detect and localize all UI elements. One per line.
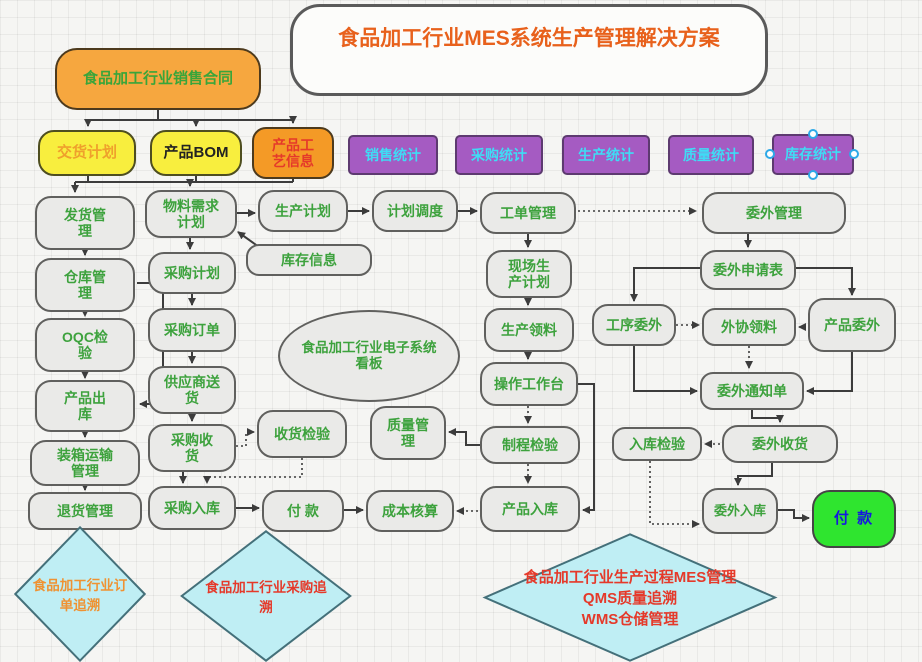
node-cost-accounting[interactable]: 成本核算 <box>366 490 454 532</box>
node-scheduling[interactable]: 计划调度 <box>372 190 458 232</box>
node-mes-qms-wms-diamond[interactable]: 食品加工行业生产过程MES管理 QMS质量追溯 WMS仓储管理 <box>482 533 778 662</box>
node-packing-transport[interactable]: 装箱运输 管理 <box>30 440 140 486</box>
node-stat-inventory[interactable]: 库存统计 <box>772 134 854 175</box>
node-supplier-delivery[interactable]: 供应商送 货 <box>148 366 236 414</box>
node-payment[interactable]: 付 款 <box>262 490 344 532</box>
diagram-title[interactable]: 食品加工行业MES系统生产管理解决方案 <box>290 4 768 96</box>
diamond-label: 食品加工行业生产过程MES管理 QMS质量追溯 WMS仓储管理 <box>523 569 737 628</box>
selection-handle-left[interactable] <box>765 149 775 159</box>
node-stat-sales[interactable]: 销售统计 <box>348 135 438 175</box>
node-site-production-plan[interactable]: 现场生 产计划 <box>486 250 572 298</box>
diamond-shape <box>482 533 778 662</box>
node-outsource-receive[interactable]: 委外收货 <box>722 425 838 463</box>
node-stat-quality[interactable]: 质量统计 <box>668 135 754 175</box>
node-product-in[interactable]: 产品入库 <box>480 486 580 532</box>
selection-handle-right[interactable] <box>849 149 859 159</box>
node-delivery-plan[interactable]: 交货计划 <box>38 130 136 176</box>
node-outsource-notice[interactable]: 委外通知单 <box>700 372 804 410</box>
node-process-check[interactable]: 制程检验 <box>480 426 580 464</box>
node-purchase-trace-diamond[interactable]: 食品加工行业采购追 溯 <box>180 530 352 662</box>
node-outsource-mgmt[interactable]: 委外管理 <box>702 192 846 234</box>
node-oqc-check[interactable]: OQC检 验 <box>35 318 135 372</box>
node-quality-mgmt[interactable]: 质量管 理 <box>370 406 446 460</box>
node-product-outsource[interactable]: 产品委外 <box>808 298 896 352</box>
node-purchase-in[interactable]: 采购入库 <box>148 486 236 530</box>
node-kanban-ellipse[interactable]: 食品加工行业电子系统 看板 <box>278 310 460 402</box>
node-outsource-apply[interactable]: 委外申请表 <box>700 250 796 290</box>
node-sales-contract[interactable]: 食品加工行业销售合同 <box>55 48 261 110</box>
node-process-outsource[interactable]: 工序委外 <box>592 304 676 346</box>
node-workbench[interactable]: 操作工作台 <box>480 362 578 406</box>
diamond-label: 食品加工行业采购追 溯 <box>205 580 327 615</box>
node-material-issue[interactable]: 生产领料 <box>484 308 574 352</box>
selection-handle-bottom[interactable] <box>808 170 818 180</box>
node-returns-mgmt[interactable]: 退货管理 <box>28 492 142 530</box>
node-mrp[interactable]: 物料需求 计划 <box>145 190 237 238</box>
node-order-trace-diamond[interactable]: 食品加工行业订 单追溯 <box>14 526 146 662</box>
node-work-order[interactable]: 工单管理 <box>480 192 576 234</box>
node-payment-green[interactable]: 付 款 <box>812 490 896 548</box>
node-storage-check[interactable]: 入库检验 <box>612 427 702 461</box>
node-inventory-info[interactable]: 库存信息 <box>246 244 372 276</box>
node-outsource-material[interactable]: 外协领料 <box>702 308 796 346</box>
node-shipping-mgmt[interactable]: 发货管 理 <box>35 196 135 250</box>
node-product-out[interactable]: 产品出 库 <box>35 380 135 432</box>
diamond-shape <box>180 530 352 662</box>
node-process-info[interactable]: 产品工 艺信息 <box>252 127 334 179</box>
diamond-label: 食品加工行业订 单追溯 <box>32 578 128 613</box>
node-purchase-receive[interactable]: 采购收 货 <box>148 424 236 472</box>
diamond-shape <box>14 526 146 662</box>
node-warehouse-mgmt[interactable]: 仓库管 理 <box>35 258 135 312</box>
node-purchase-plan[interactable]: 采购计划 <box>148 252 236 294</box>
node-purchase-order[interactable]: 采购订单 <box>148 308 236 352</box>
node-production-plan[interactable]: 生产计划 <box>258 190 348 232</box>
node-outsource-in[interactable]: 委外入库 <box>702 488 778 534</box>
selection-handle-top[interactable] <box>808 129 818 139</box>
node-stat-purchase[interactable]: 采购统计 <box>455 135 543 175</box>
node-receive-check[interactable]: 收货检验 <box>257 410 347 458</box>
node-stat-production[interactable]: 生产统计 <box>562 135 650 175</box>
node-product-bom[interactable]: 产品BOM <box>150 130 242 176</box>
